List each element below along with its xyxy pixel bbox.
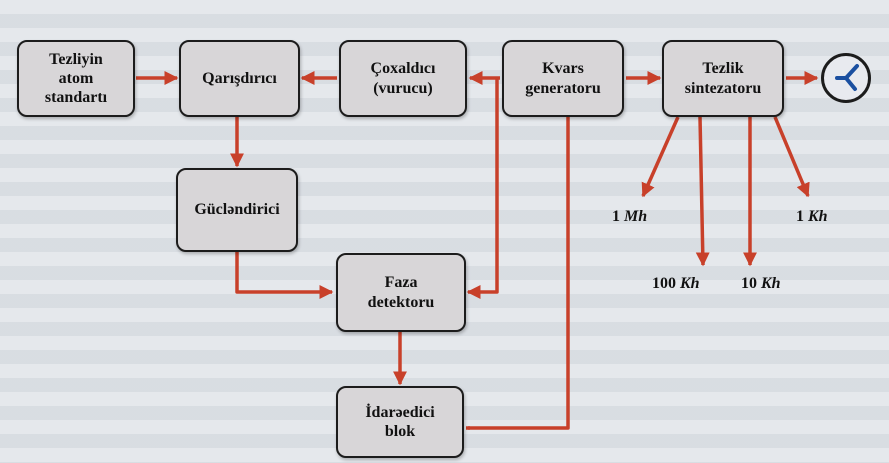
- node-atom-standard: Tezliyin atom standartı: [17, 40, 135, 117]
- output-label-1mh: 1 Mh: [612, 208, 648, 225]
- output-label-1kh: 1 Kh: [796, 208, 828, 225]
- node-control-block: İdarəedici blok: [336, 386, 464, 458]
- arrow-amplifier-to-phase: [235, 252, 334, 299]
- arrow-quartz-to-phase: [466, 78, 499, 299]
- node-phase-detector: Faza detektoru: [336, 253, 466, 332]
- node-mixer: Qarışdırıcı: [179, 40, 300, 117]
- node-frequency-synthesizer: Tezlik sintezatoru: [662, 40, 784, 117]
- arrow-control-to-quartz: [466, 117, 570, 430]
- arrow-synth-out-1mh: [641, 116, 680, 198]
- output-label-10kh: 10 Kh: [741, 275, 781, 292]
- output-label-100kh: 100 Kh: [652, 275, 700, 292]
- arrow-synth-out-100kh: [695, 116, 710, 267]
- node-amplifier: Gücləndirici: [176, 168, 298, 252]
- node-quartz-generator: Kvars generatoru: [502, 40, 624, 117]
- node-multiplier: Çoxaldıcı (vurucu): [339, 40, 467, 117]
- arrow-synth-out-1kh: [773, 116, 810, 198]
- clock-icon: [821, 53, 871, 103]
